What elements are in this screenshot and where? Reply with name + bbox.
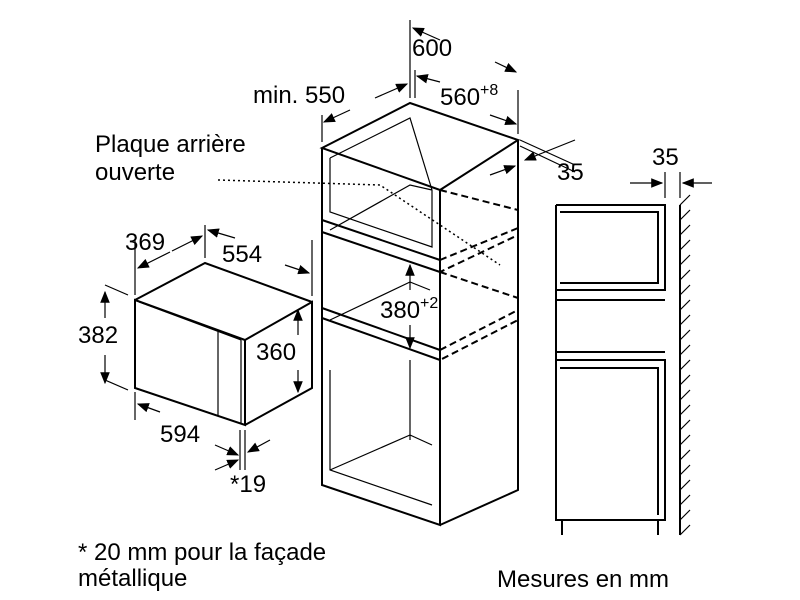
- mw-facade: *19: [230, 471, 266, 498]
- units-label: Mesures en mm: [497, 566, 669, 593]
- footnote-line-1: * 20 mm pour la façade: [78, 539, 326, 566]
- cab-inner-width: 560+8: [440, 82, 498, 111]
- mw-side-width: 554: [222, 241, 262, 268]
- cab-back-gap: 35: [557, 159, 584, 186]
- side-view-drawing: [555, 172, 712, 536]
- mw-height: 382: [78, 322, 118, 349]
- mw-depth: 369: [125, 229, 165, 256]
- mw-front-width: 594: [160, 421, 200, 448]
- mw-inner-height: 360: [256, 339, 296, 366]
- cab-depth-min: min. 550: [253, 82, 345, 109]
- niche-height: 380+2: [380, 295, 438, 324]
- cab-width: 600: [412, 35, 452, 62]
- microwave-drawing: [100, 225, 313, 471]
- cabinet-drawing: [217, 20, 576, 527]
- side-gap: 35: [652, 144, 679, 171]
- footnote-line-2: métallique: [78, 565, 187, 592]
- back-panel-label-1: Plaque arrière: [95, 131, 246, 158]
- back-panel-label-2: ouverte: [95, 159, 175, 186]
